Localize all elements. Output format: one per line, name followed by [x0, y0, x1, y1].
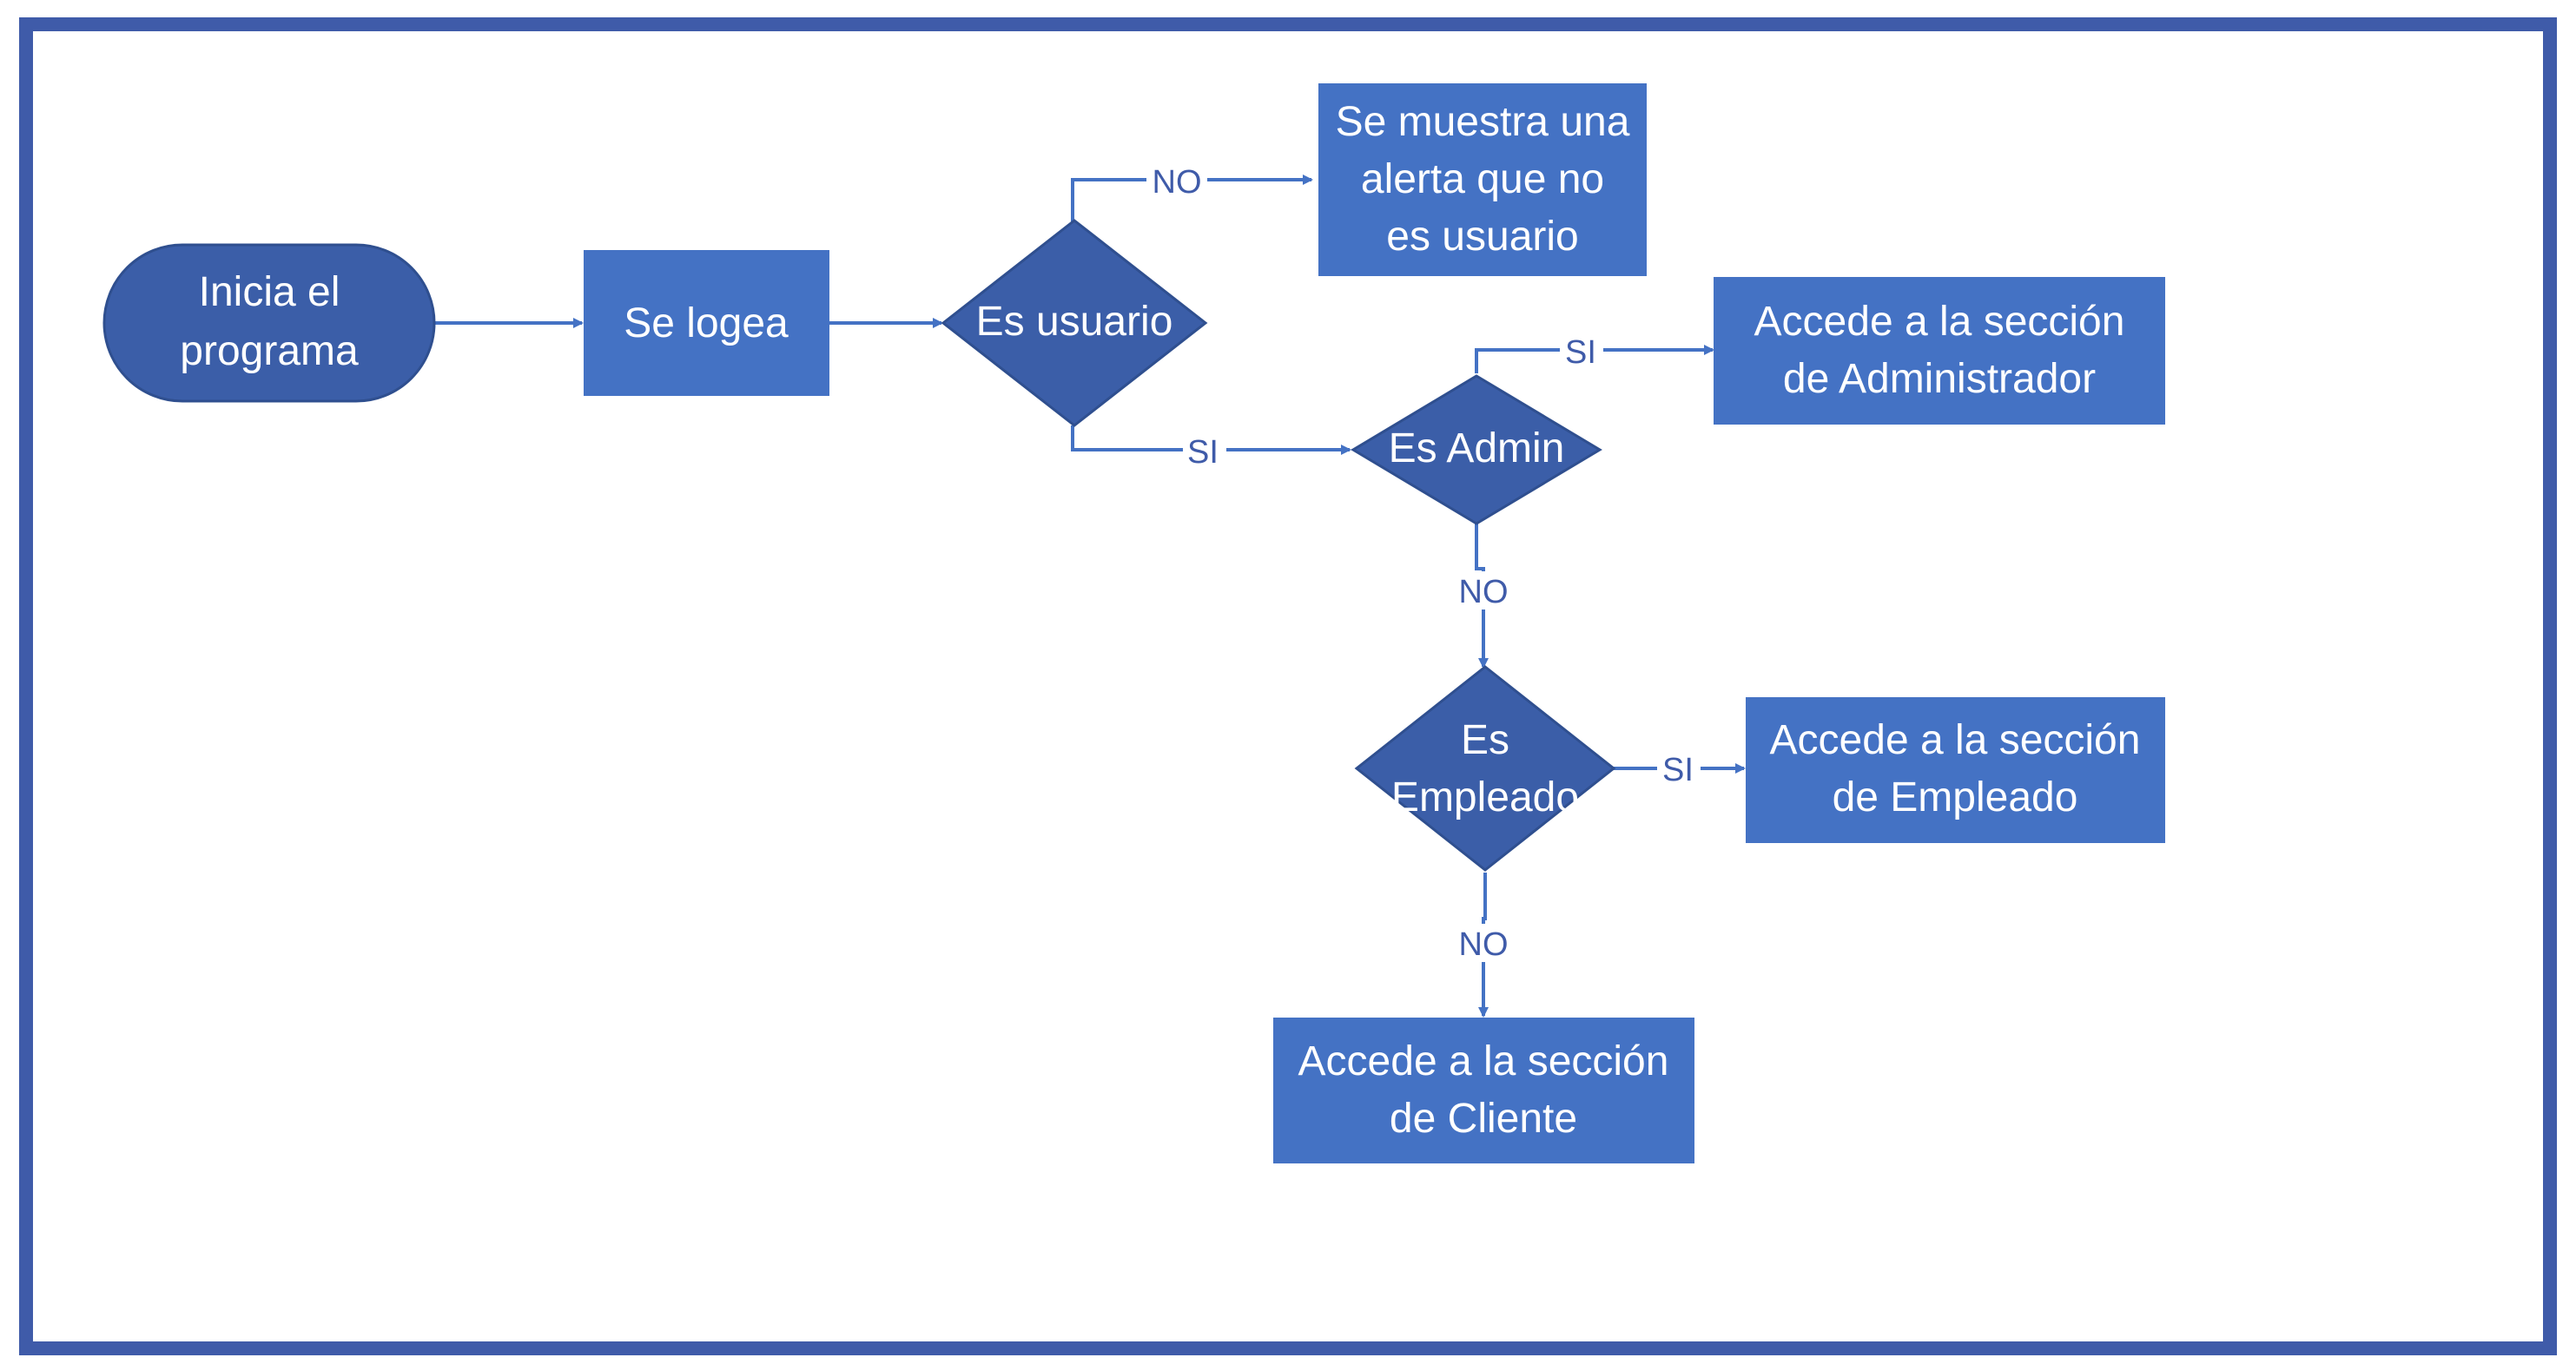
nodes: Inicia el programa Se logea Es usuario S… [102, 83, 2165, 1163]
node-client-section: Accede a la sección de Cliente [1273, 1018, 1694, 1163]
edge-is-user-no [1071, 175, 1313, 221]
node-alert-line-2: alerta que no [1361, 156, 1604, 202]
node-client-section-line-2: de Cliente [1390, 1096, 1577, 1142]
node-admin-section-line-1: Accede a la sección [1754, 299, 2125, 345]
node-is-user-label: Es usuario [976, 299, 1173, 345]
edge-label-user-yes: SI [1187, 434, 1219, 471]
node-is-employee-line-2: Empleado [1391, 774, 1579, 820]
node-start-line-1: Inicia el [199, 269, 340, 315]
node-is-employee: Es Empleado [1354, 665, 1616, 872]
node-alert-line-3: es usuario [1386, 214, 1578, 260]
node-start: Inicia el programa [102, 243, 436, 403]
node-is-admin: Es Admin [1351, 374, 1602, 525]
node-admin-section: Accede a la sección de Administrador [1714, 277, 2165, 425]
node-employee-section-line-1: Accede a la sección [1770, 717, 2141, 763]
node-is-employee-line-1: Es [1461, 717, 1509, 763]
node-alert-line-1: Se muestra una [1336, 99, 1630, 145]
edge-label-employee-no: NO [1459, 926, 1509, 963]
edge-is-user-yes [1071, 425, 1351, 455]
node-employee-section: Accede a la sección de Empleado [1746, 697, 2165, 843]
node-login-label: Se logea [624, 300, 789, 346]
edge-label-admin-yes: SI [1565, 334, 1596, 371]
node-alert: Se muestra una alerta que no es usuario [1318, 83, 1647, 276]
edge-label-employee-yes: SI [1662, 752, 1694, 788]
node-client-section-line-1: Accede a la sección [1298, 1038, 1669, 1084]
node-is-admin-label: Es Admin [1389, 425, 1565, 471]
node-is-user: Es usuario [941, 219, 1208, 427]
edge-is-employee-no [1478, 873, 1489, 1018]
edges [434, 175, 1746, 1018]
node-login: Se logea [584, 250, 829, 396]
node-admin-section-line-2: de Administrador [1783, 356, 2096, 402]
node-start-line-2: programa [180, 328, 359, 374]
edge-is-admin-yes [1475, 345, 1714, 373]
edge-labels: NO SI SI NO SI NO [1146, 161, 1701, 963]
edge-label-admin-no: NO [1459, 574, 1509, 610]
edge-is-admin-no [1475, 521, 1489, 669]
node-employee-section-line-2: de Empleado [1833, 774, 2078, 820]
edge-label-user-no: NO [1153, 164, 1202, 201]
